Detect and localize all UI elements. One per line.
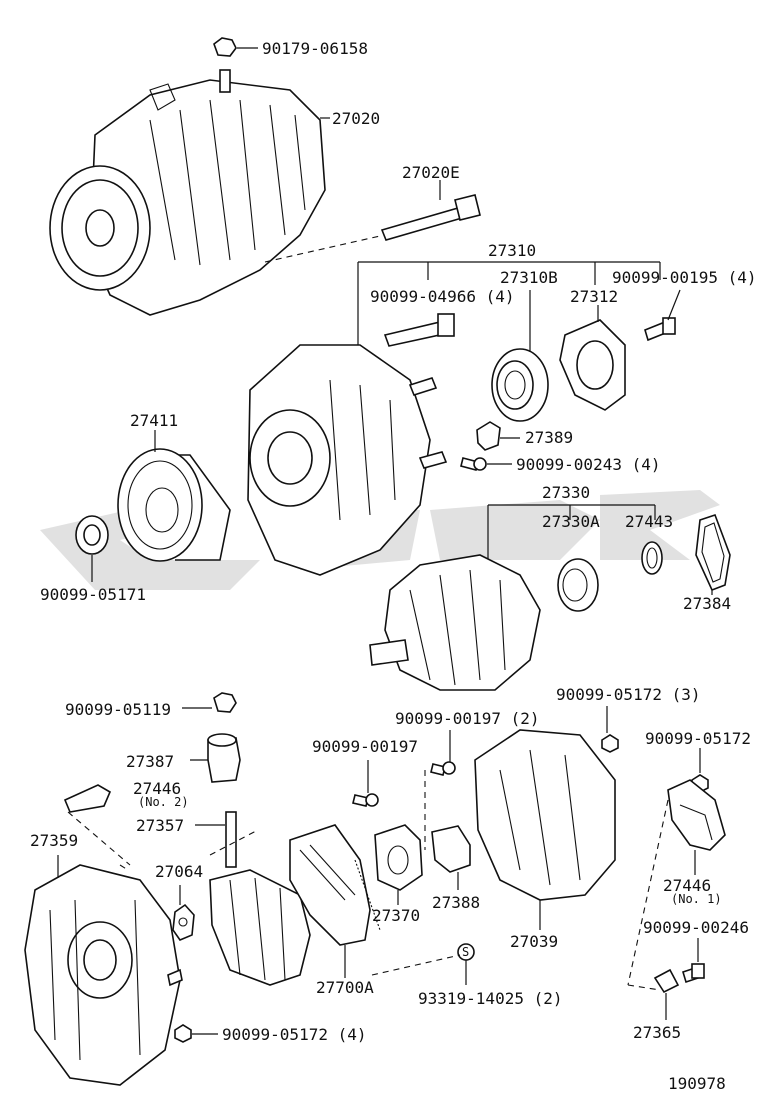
rear-end-frame-27359 bbox=[24, 864, 183, 1086]
terminal-insulator-27446-no1 bbox=[667, 779, 726, 875]
nut-90179-06158 bbox=[213, 37, 258, 57]
bushing-27387 bbox=[190, 733, 241, 783]
label-27064: 27064 bbox=[155, 862, 203, 881]
ring-27443 bbox=[641, 541, 663, 575]
terminal-insulator-27446-no2 bbox=[63, 784, 112, 813]
drive-end-frame bbox=[247, 344, 448, 576]
label-27446-no1: 27446 bbox=[663, 876, 711, 895]
insulator-27389 bbox=[476, 421, 520, 451]
screw-90099-00243 bbox=[460, 457, 512, 471]
bearing-27310B bbox=[491, 348, 549, 422]
label-no2: (No. 2) bbox=[138, 795, 189, 809]
label-27020E: 27020E bbox=[402, 163, 460, 182]
rectifier bbox=[209, 869, 311, 986]
label-27443: 27443 bbox=[625, 512, 673, 531]
alternator-assembly-27020 bbox=[49, 69, 326, 316]
label-27389: 27389 bbox=[525, 428, 573, 447]
label-90099-00197: 90099-00197 bbox=[312, 737, 418, 756]
label-27384: 27384 bbox=[683, 594, 731, 613]
label-27357: 27357 bbox=[136, 816, 184, 835]
label-27370: 27370 bbox=[372, 906, 420, 925]
screw-90099-00197-2 bbox=[430, 730, 456, 776]
screw-90099-00195 bbox=[644, 317, 676, 342]
stud-90099-04966 bbox=[383, 313, 455, 347]
nut-90099-05172-4 bbox=[174, 1024, 218, 1043]
label-90099-00246: 90099-00246 bbox=[643, 918, 749, 937]
label-90099-05171: 90099-05171 bbox=[40, 585, 146, 604]
label-27700A: 27700A bbox=[316, 978, 374, 997]
label-90179-06158: 90179-06158 bbox=[262, 39, 368, 58]
regulator-27700A bbox=[289, 824, 381, 978]
pulley-27411 bbox=[117, 430, 231, 562]
washer-93319-14025: S bbox=[457, 943, 475, 985]
label-27411: 27411 bbox=[130, 411, 178, 430]
svg-text:S: S bbox=[462, 945, 469, 959]
label-90099-05172-3: 90099-05172 (3) bbox=[556, 685, 701, 704]
label-27365: 27365 bbox=[633, 1023, 681, 1042]
label-93319-14025: 93319-14025 (2) bbox=[418, 989, 563, 1008]
label-27387: 27387 bbox=[126, 752, 174, 771]
label-27446-no2: 27446 bbox=[133, 779, 181, 798]
label-90099-05172-4: 90099-05172 (4) bbox=[222, 1025, 367, 1044]
gasket-27064 bbox=[172, 885, 195, 941]
label-27039: 27039 bbox=[510, 932, 558, 951]
label-27330: 27330 bbox=[542, 483, 590, 502]
drawing-number: 190978 bbox=[668, 1074, 726, 1093]
label-27388: 27388 bbox=[432, 893, 480, 912]
retainer-plate-27312 bbox=[559, 319, 626, 411]
brush-holder-27370 bbox=[374, 824, 423, 905]
label-90099-00195: 90099-00195 (4) bbox=[612, 268, 757, 287]
bearing-27330A bbox=[557, 558, 599, 612]
through-bolt-27020E bbox=[380, 194, 481, 241]
brush-cover-27388 bbox=[431, 825, 471, 890]
label-27310B: 27310B bbox=[500, 268, 558, 287]
label-27359: 27359 bbox=[30, 831, 78, 850]
cover-27384 bbox=[695, 513, 731, 595]
screw-90099-00197 bbox=[352, 760, 379, 807]
nut-90099-05172-3 bbox=[601, 706, 619, 753]
label-27330A: 27330A bbox=[542, 512, 600, 531]
label-90099-05172: 90099-05172 bbox=[645, 729, 751, 748]
terminal-bolt-27357 bbox=[195, 811, 237, 868]
nut-90099-05171 bbox=[75, 515, 109, 582]
label-27310: 27310 bbox=[488, 241, 536, 260]
label-90099-00197-2: 90099-00197 (2) bbox=[395, 709, 540, 728]
rotor bbox=[369, 554, 541, 691]
label-90099-05119: 90099-05119 bbox=[65, 700, 171, 719]
label-27020: 27020 bbox=[332, 109, 380, 128]
nut-90099-05119 bbox=[182, 692, 237, 713]
rear-cover-27039 bbox=[474, 729, 616, 930]
terminal-27365 bbox=[653, 968, 680, 1020]
label-90099-04966: 90099-04966 (4) bbox=[370, 287, 515, 306]
label-90099-00243: 90099-00243 (4) bbox=[516, 455, 661, 474]
label-27312: 27312 bbox=[570, 287, 618, 306]
screw-90099-00246 bbox=[682, 938, 705, 984]
label-no1: (No. 1) bbox=[671, 892, 722, 906]
